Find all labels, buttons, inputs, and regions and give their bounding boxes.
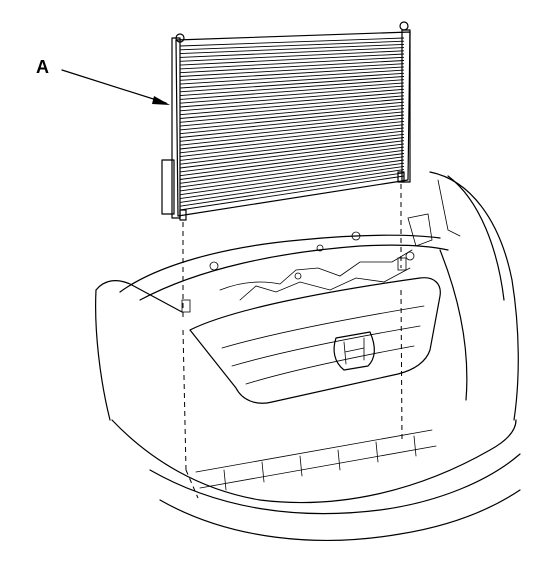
fin-line	[179, 156, 405, 188]
emblem-logo	[333, 331, 375, 371]
fin-line	[179, 130, 405, 158]
fin-line	[179, 114, 405, 138]
condenser-fins	[179, 37, 405, 211]
fin-line	[179, 111, 405, 135]
callout-label-a: A	[36, 57, 49, 77]
fin-line	[179, 76, 405, 93]
fin-line	[179, 108, 405, 131]
fin-line	[179, 104, 405, 127]
fin-line	[179, 143, 405, 173]
fin-line	[179, 140, 405, 169]
fin-line	[179, 149, 405, 180]
fin-line	[179, 162, 405, 196]
fin-line	[179, 85, 405, 104]
fin-line	[179, 137, 405, 165]
fin-line	[179, 165, 405, 200]
fin-line	[179, 66, 405, 81]
fin-line	[179, 153, 405, 184]
fin-line	[179, 92, 405, 112]
fin-line	[179, 50, 405, 62]
fin-line	[179, 169, 405, 203]
fin-line	[179, 82, 405, 100]
fin-line	[179, 124, 405, 150]
vehicle-front-body	[95, 171, 521, 541]
fin-line	[179, 47, 405, 58]
fin-line	[179, 159, 405, 192]
fin-line	[179, 63, 405, 77]
fin-line	[179, 117, 405, 142]
callout-leader-a	[61, 69, 170, 105]
fin-line	[179, 146, 405, 177]
fin-line	[179, 37, 405, 47]
fin-line	[179, 53, 405, 66]
fin-line	[179, 88, 405, 108]
fin-line	[179, 95, 405, 116]
fin-line	[179, 175, 405, 211]
fin-line	[179, 127, 405, 154]
fin-line	[179, 40, 405, 51]
fin-line	[179, 56, 405, 70]
fin-line	[179, 60, 405, 74]
fin-line	[179, 133, 405, 161]
condenser-a	[161, 21, 411, 221]
fin-line	[179, 72, 405, 89]
fin-line	[179, 172, 405, 207]
fin-line	[179, 98, 405, 119]
fin-line	[179, 43, 405, 55]
fin-line	[179, 69, 405, 85]
fin-line	[179, 101, 405, 123]
fin-line	[179, 120, 405, 146]
alignment-guides	[182, 184, 403, 499]
fin-line	[179, 79, 405, 97]
